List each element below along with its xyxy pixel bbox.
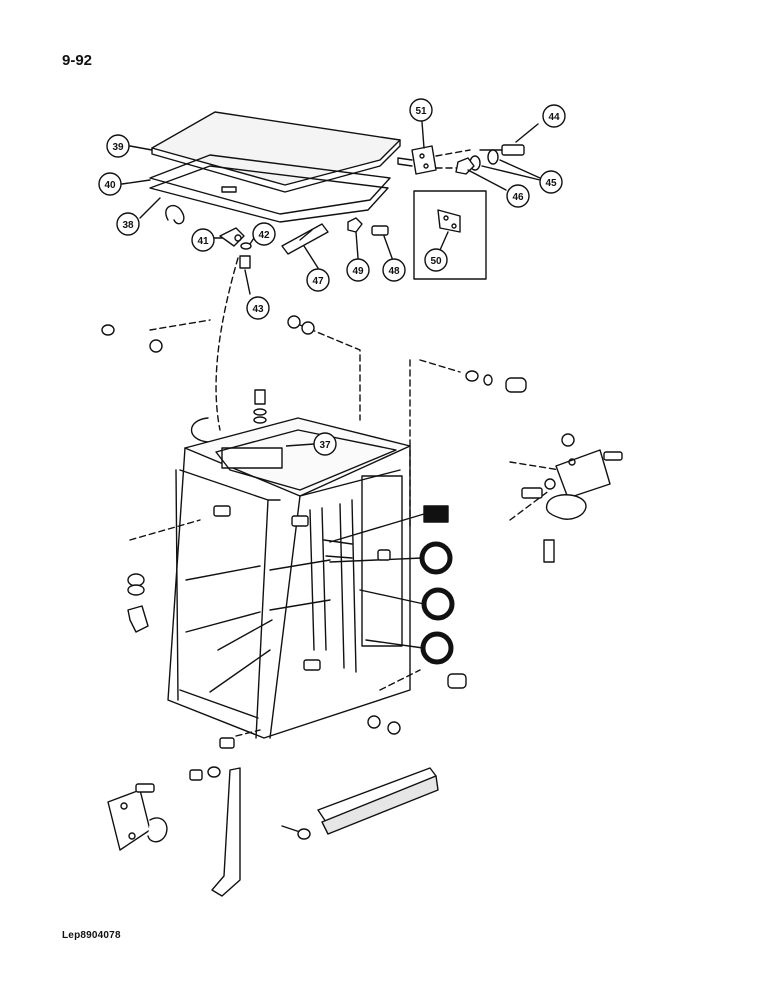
roof-seal [149, 154, 391, 215]
svg-text:48: 48 [388, 266, 400, 277]
svg-text:45: 45 [545, 178, 557, 189]
callout-44: 44 [542, 104, 566, 128]
pivot-pin [371, 225, 393, 259]
callout-47: 47 [306, 268, 330, 292]
svg-text:50: 50 [430, 256, 442, 267]
callout-46: 46 [506, 184, 530, 208]
svg-text:39: 39 [112, 142, 124, 153]
reference-code: Lep8904078 [62, 930, 121, 941]
callout-48: 48 [382, 258, 406, 282]
svg-text:51: 51 [415, 106, 427, 117]
callout-38: 38 [116, 212, 140, 236]
callout-39: 39 [106, 134, 130, 158]
hinge-bolt [479, 123, 539, 156]
door-hinge-plate [107, 783, 168, 851]
svg-text:46: 46 [512, 192, 524, 203]
grab-handle [189, 766, 241, 897]
svg-text:38: 38 [122, 220, 134, 231]
svg-text:49: 49 [352, 266, 364, 277]
svg-text:37: 37 [319, 440, 331, 451]
bracket-bolt [239, 255, 251, 295]
svg-text:42: 42 [258, 230, 270, 241]
callout-41: 41 [191, 228, 215, 252]
sill-trim-strip [281, 767, 439, 840]
callout-51: 51 [409, 98, 433, 122]
callout-40: 40 [98, 172, 122, 196]
roof-hinge [397, 121, 437, 175]
callout-45: 45 [539, 170, 563, 194]
hinge-nut [455, 157, 507, 191]
callout-43: 43 [246, 296, 270, 320]
callout-37: 37 [285, 432, 337, 456]
callout-50: 50 [424, 248, 448, 272]
side-mount-plate [521, 433, 623, 563]
roof-panel [151, 111, 401, 193]
svg-text:47: 47 [312, 276, 324, 287]
strut-bracket [213, 227, 245, 247]
callout-42: 42 [252, 222, 276, 246]
svg-text:44: 44 [548, 112, 560, 123]
cab-frame [167, 417, 411, 739]
roof-liner [149, 165, 389, 223]
svg-text:40: 40 [104, 180, 116, 191]
svg-text:43: 43 [252, 304, 264, 315]
inset-bracket-detail [413, 190, 487, 280]
gas-strut [281, 223, 329, 269]
page-number: 9-92 [62, 52, 93, 69]
callout-49: 49 [346, 258, 370, 282]
svg-text:41: 41 [197, 236, 209, 247]
